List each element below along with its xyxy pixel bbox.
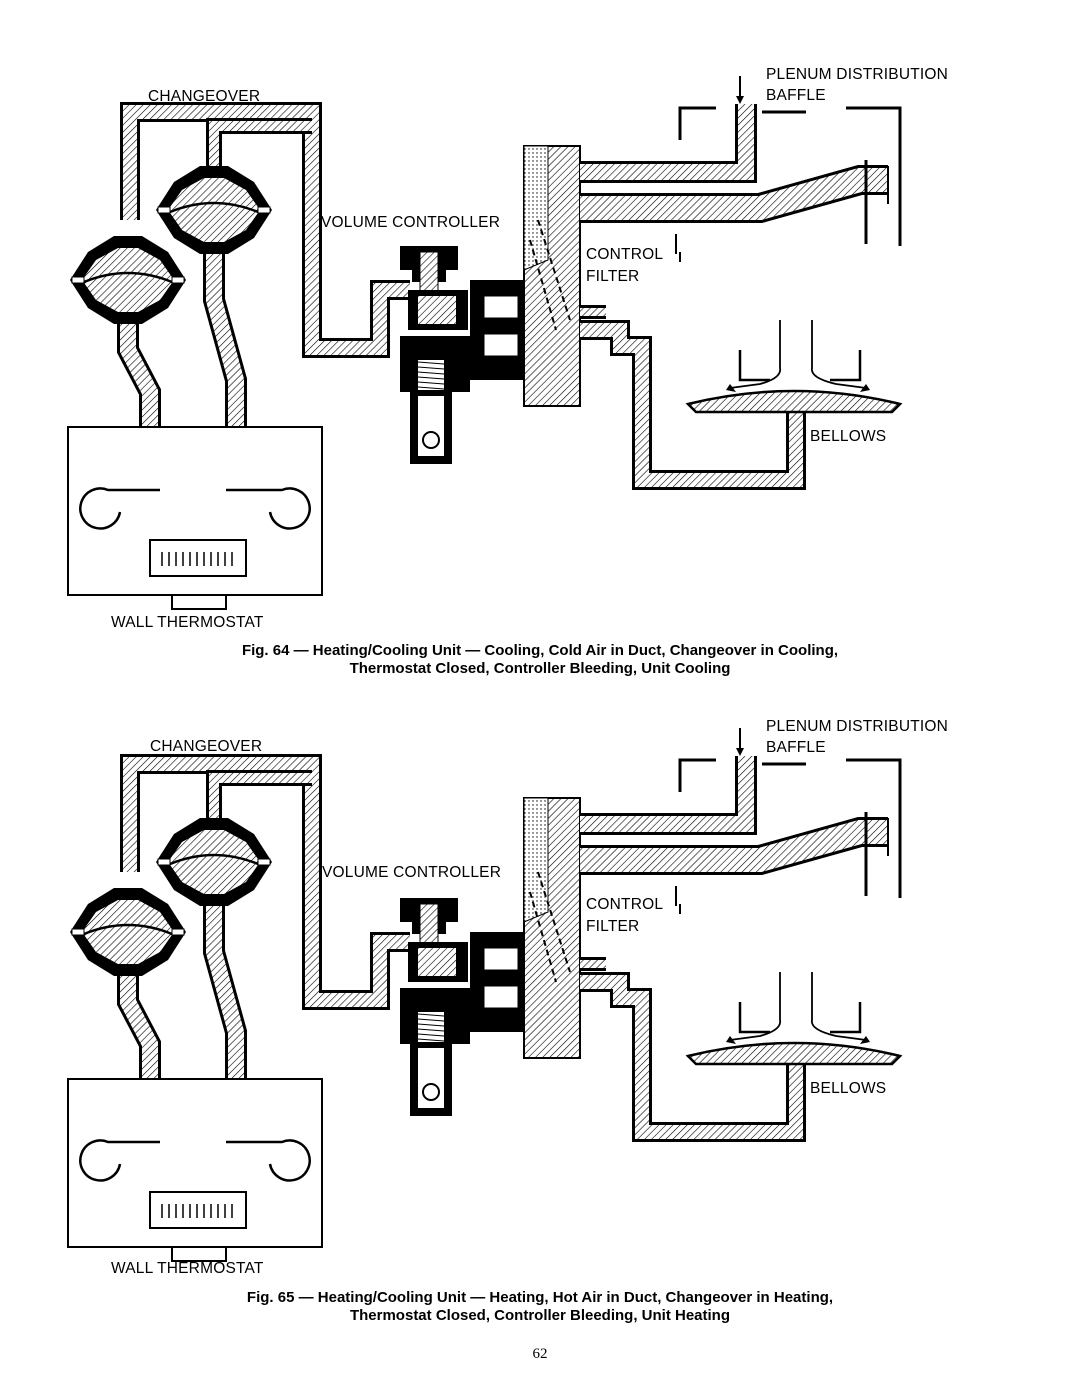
control-filter-line — [537, 871, 571, 973]
wall-thermostat — [67, 426, 323, 610]
baffle-left — [678, 758, 716, 792]
changeover-diaphragm-right — [156, 166, 272, 254]
bellows — [685, 320, 903, 414]
plenum-supply-tube — [580, 104, 757, 183]
page-number: 62 — [532, 1346, 548, 1362]
plenum-supply-tube — [580, 756, 757, 835]
control-filter-line — [537, 219, 571, 321]
bimetal-coil-right-icon — [226, 1139, 311, 1182]
figure-65-diagram — [67, 728, 903, 1262]
figure-64: CHANGEOVER PLENUM DISTRIBUTION BAFFLE VO… — [0, 0, 1080, 631]
figure-65-caption-line1: Fig. 65 — Heating/Cooling Unit — Heating… — [246, 1289, 834, 1306]
baffle-left — [678, 106, 716, 140]
baffle-label: BAFFLE — [766, 87, 826, 104]
control-label: CONTROL — [586, 246, 664, 263]
thermostat-scale — [149, 1191, 247, 1229]
plenum-distribution-label: PLENUM DISTRIBUTION — [766, 718, 949, 735]
figure-64-caption-line2: Thermostat Closed, Controller Bleeding, … — [349, 660, 731, 677]
volume-controller-label: VOLUME CONTROLLER — [322, 864, 502, 881]
volume-controller — [400, 246, 470, 464]
figure-64-caption-line1: Fig. 64 — Heating/Cooling Unit — Cooling… — [241, 642, 839, 659]
figure-64-diagram — [67, 76, 903, 610]
wall-thermostat-label: WALL THERMOSTAT — [111, 614, 264, 631]
control-label: CONTROL — [586, 896, 664, 913]
baffle-right — [846, 758, 902, 898]
controller-manifold — [470, 145, 581, 407]
bimetal-coil-left-icon — [79, 1139, 160, 1182]
changeover-label: CHANGEOVER — [148, 88, 261, 105]
baffle-label: BAFFLE — [766, 739, 826, 756]
changeover-diaphragm-left — [70, 236, 186, 324]
changeover-diaphragm-right — [156, 818, 272, 906]
bimetal-coil-right-icon — [226, 487, 311, 530]
bellows — [685, 972, 903, 1066]
volume-controller-label: VOLUME CONTROLLER — [321, 214, 501, 231]
volume-controller — [400, 898, 470, 1116]
pneumatic-schematic — [67, 76, 903, 610]
thermostat-scale — [149, 539, 247, 577]
figure-65-caption-line2: Thermostat Closed, Controller Bleeding, … — [349, 1307, 731, 1324]
pneumatic-schematic — [67, 728, 903, 1262]
bellows-label: BELLOWS — [810, 428, 887, 445]
wall-thermostat — [67, 1078, 323, 1262]
filter-label: FILTER — [586, 918, 640, 935]
baffle-right — [846, 106, 902, 246]
changeover-diaphragm-left — [70, 888, 186, 976]
controller-manifold — [470, 797, 581, 1059]
wall-thermostat-label: WALL THERMOSTAT — [111, 1260, 264, 1277]
changeover-label: CHANGEOVER — [150, 738, 263, 755]
bellows-label: BELLOWS — [810, 1080, 887, 1097]
filter-label: FILTER — [586, 268, 640, 285]
bimetal-coil-left-icon — [79, 487, 160, 530]
plenum-distribution-label: PLENUM DISTRIBUTION — [766, 66, 949, 83]
figure-65: CHANGEOVER PLENUM DISTRIBUTION BAFFLE VO… — [0, 652, 1080, 1277]
